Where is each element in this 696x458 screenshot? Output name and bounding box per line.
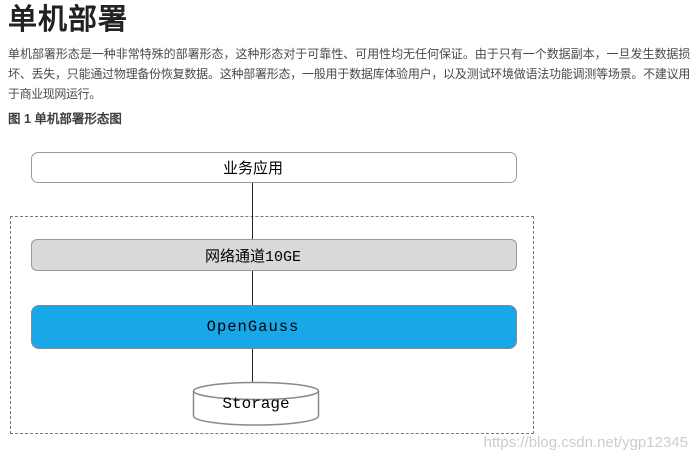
watermark-text: https://blog.csdn.net/ygp12345 xyxy=(483,434,688,451)
storage-cylinder-icon xyxy=(192,381,320,427)
page-title: 单机部署 xyxy=(8,4,129,36)
opengauss-node: OpenGauss xyxy=(31,305,517,349)
network-channel-node: 网络通道10GE xyxy=(31,239,517,271)
opengauss-label: OpenGauss xyxy=(206,318,300,336)
figure-caption: 图 1 单机部署形态图 xyxy=(8,112,122,126)
business-app-label: 业务应用 xyxy=(222,161,283,178)
connector-line-network-db xyxy=(252,271,253,305)
connector-line-db-storage xyxy=(252,349,253,385)
connector-line-app-network xyxy=(252,183,253,239)
storage-label: Storage xyxy=(222,395,290,413)
business-app-node: 业务应用 xyxy=(31,152,517,183)
network-channel-label: 网络通道10GE xyxy=(204,248,301,266)
server-boundary-box xyxy=(10,216,534,434)
deployment-description: 单机部署形态是一种非常特殊的部署形态，这种形态对于可靠性、可用性均无任何保证。由… xyxy=(8,47,690,101)
